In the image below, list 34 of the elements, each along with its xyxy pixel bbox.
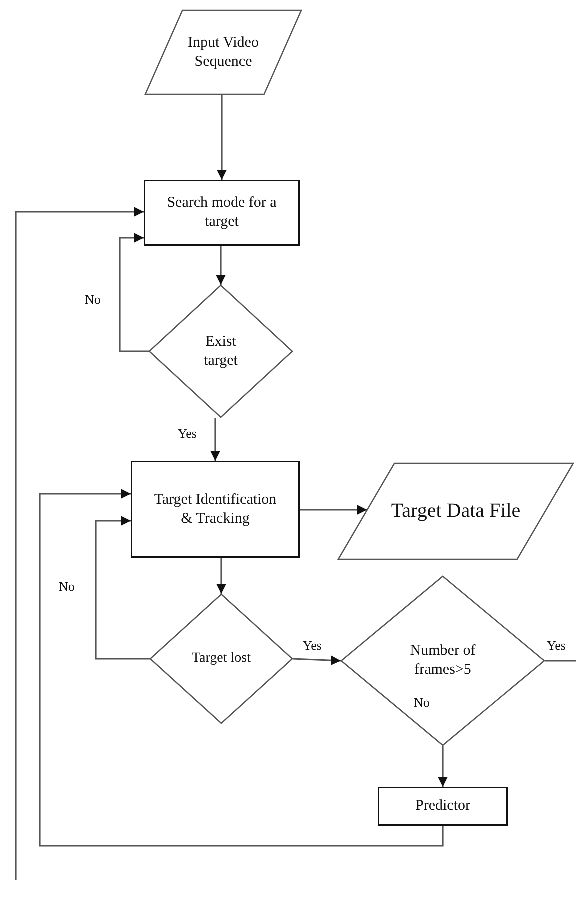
process-box [131, 461, 300, 558]
arrow [119, 233, 149, 352]
arrow [39, 489, 444, 847]
edge-label: Yes [302, 639, 323, 654]
arrow [95, 516, 150, 660]
node-text: Target Identification & Tracking [153, 490, 278, 528]
arrow [216, 558, 226, 594]
node-text: Input Video Sequence [187, 34, 260, 72]
arrow [15, 207, 144, 880]
arrow [300, 505, 368, 515]
decision-diamond [341, 576, 545, 746]
input-parallelogram [145, 10, 302, 95]
arrow [292, 656, 342, 666]
arrow [210, 418, 220, 461]
process-box [378, 787, 508, 826]
arrow [216, 246, 226, 285]
edge-label: No [413, 696, 431, 710]
edge-label: No [58, 580, 76, 594]
output-parallelogram [338, 463, 574, 560]
arrow [217, 95, 227, 180]
node-text: Target lost [192, 650, 252, 668]
connector-line [545, 660, 576, 662]
arrow [438, 746, 448, 787]
process-box [144, 180, 300, 246]
edge-label: No [84, 293, 102, 308]
node-text: Search mode for a target [167, 194, 277, 232]
decision-diamond [150, 594, 293, 724]
node-text: Number of frames>5 [409, 642, 477, 680]
edge-label: Yes [177, 427, 198, 442]
node-text: Predictor [416, 797, 470, 816]
decision-diamond [149, 285, 293, 418]
node-text: Exist target [203, 332, 239, 370]
node-text: Target Data File [391, 499, 521, 524]
edge-label: Yes [546, 639, 567, 654]
